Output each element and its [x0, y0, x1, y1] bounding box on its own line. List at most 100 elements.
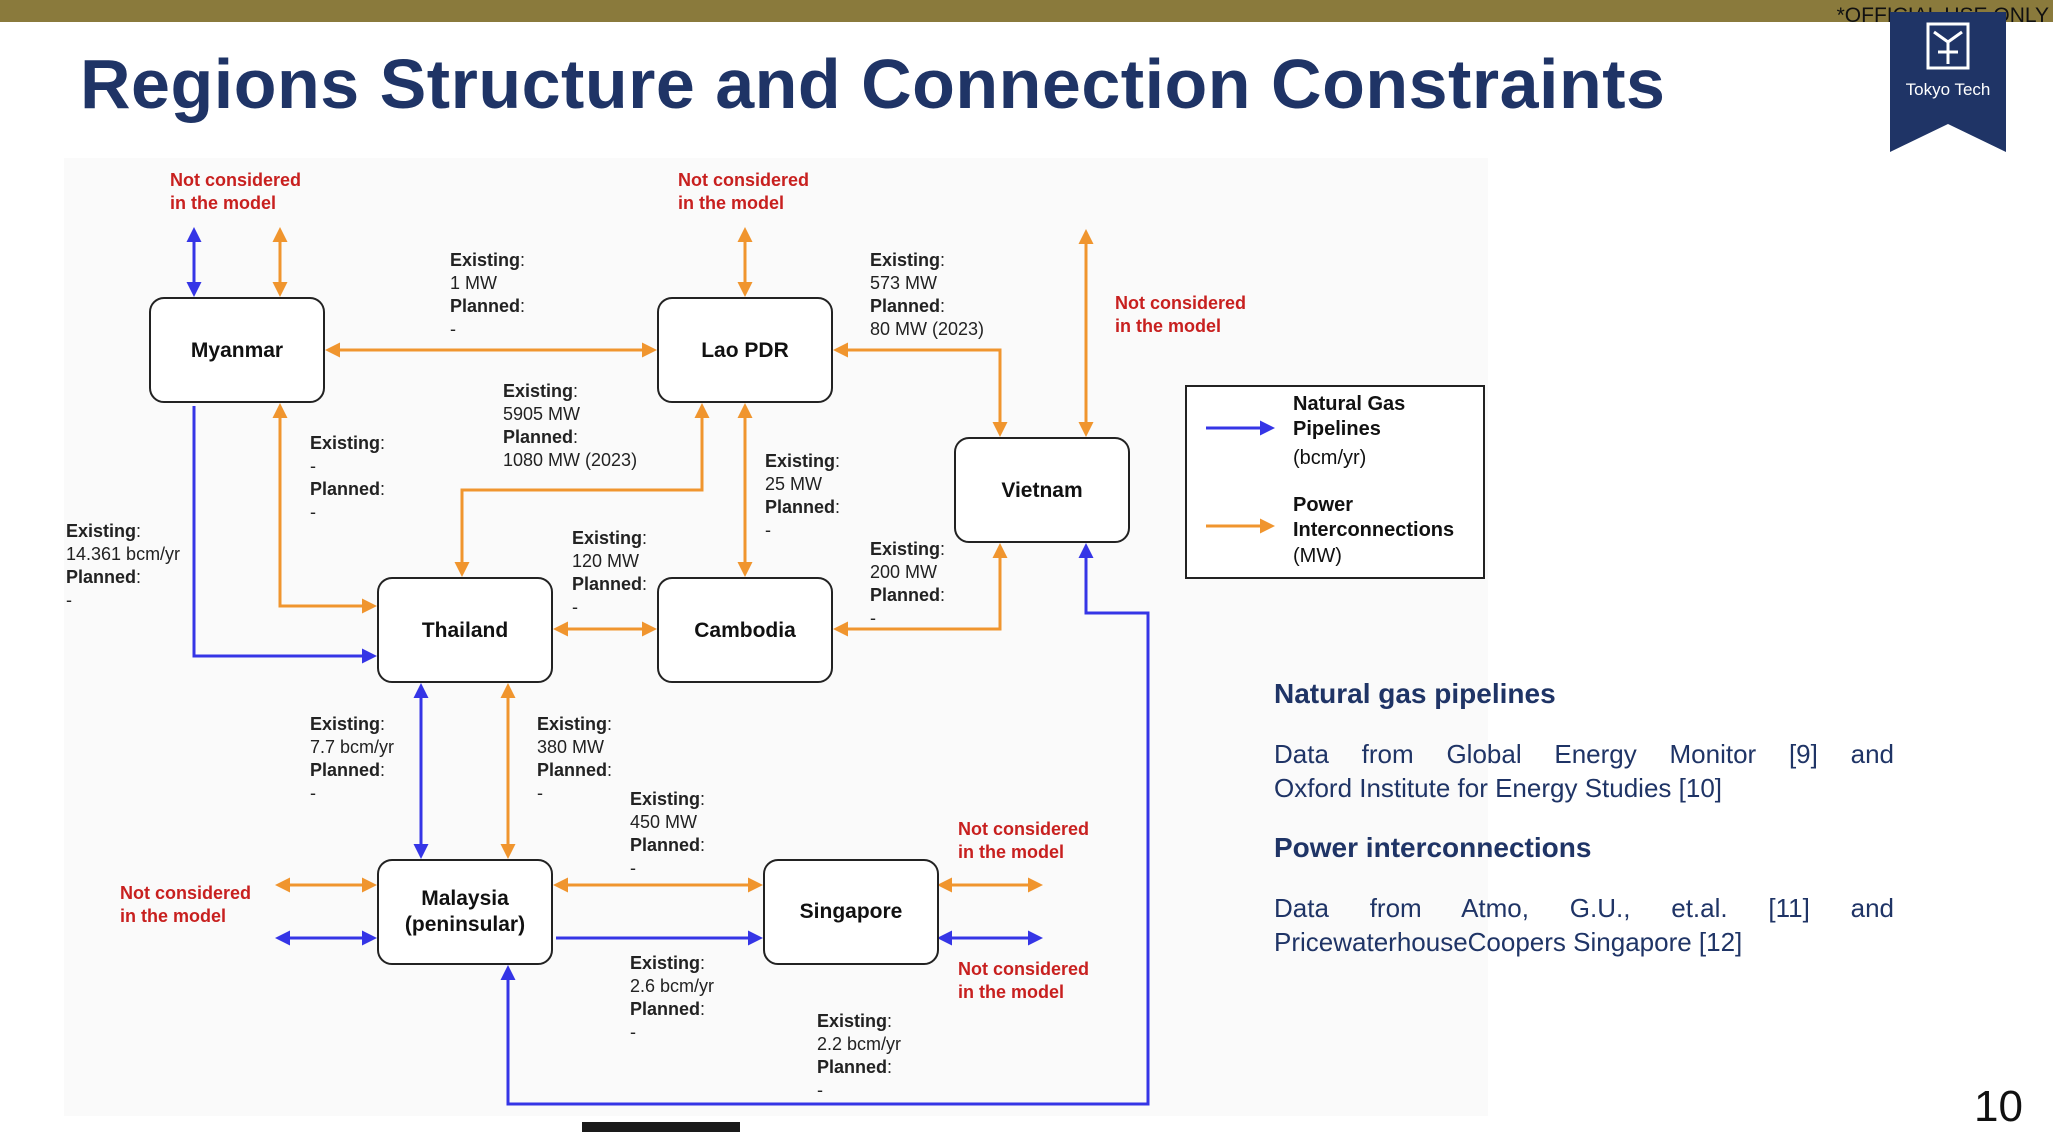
- svg-text:-: -: [450, 319, 456, 339]
- note-malaysia-line1: Not considered: [120, 883, 251, 903]
- node-vietnam-label: Vietnam: [1001, 479, 1082, 502]
- svg-text:-: -: [630, 1022, 636, 1042]
- svg-text:Planned:: Planned:: [765, 497, 840, 517]
- svg-text:-: -: [66, 590, 72, 610]
- gas-sources-text: Data from Global Energy Monitor [9] and …: [1274, 737, 1894, 805]
- label-malaysia-singapore-gas: Existing: 2.6 bcm/yr Planned: -: [630, 953, 714, 1042]
- svg-text:1080 MW (2023): 1080 MW (2023): [503, 450, 637, 470]
- svg-text:Planned:: Planned:: [66, 567, 141, 587]
- svg-text:-: -: [310, 783, 316, 803]
- label-malaysia-singapore-power: Existing: 450 MW Planned: -: [630, 789, 705, 878]
- node-singapore: Singapore: [763, 859, 939, 965]
- svg-text:1 MW: 1 MW: [450, 273, 497, 293]
- logo-text: Tokyo Tech: [1905, 80, 1991, 99]
- node-cambodia-label: Cambodia: [694, 619, 796, 642]
- label-thailand-malaysia-power: Existing: 380 MW Planned: -: [537, 714, 612, 803]
- label-myanmar-thailand-power: Existing: - Planned: -: [310, 433, 385, 522]
- page-number: 10: [1974, 1082, 2023, 1131]
- gas-sources-line2: Oxford Institute for Energy Studies [10]: [1274, 773, 1723, 803]
- note-myanmar-line2: in the model: [170, 193, 276, 213]
- svg-text:Existing:: Existing:: [572, 528, 647, 548]
- svg-text:Existing:: Existing:: [310, 714, 385, 734]
- legend-power-unit: (MW): [1293, 545, 1342, 567]
- svg-text:5905 MW: 5905 MW: [503, 404, 580, 424]
- svg-text:Existing:: Existing:: [310, 433, 385, 453]
- note-vietnam-line1: Not considered: [1115, 293, 1246, 313]
- label-thailand-cambodia: Existing: 120 MW Planned: -: [572, 528, 647, 617]
- label-lao-vietnam: Existing: 573 MW Planned: 80 MW (2023): [870, 250, 984, 339]
- gas-sources-line1: Data from Global Energy Monitor [9] and: [1274, 739, 1894, 769]
- node-malaysia-sublabel: (peninsular): [405, 913, 525, 936]
- svg-text:Existing:: Existing:: [870, 539, 945, 559]
- svg-text:Existing:: Existing:: [630, 789, 705, 809]
- note-vietnam-line2: in the model: [1115, 316, 1221, 336]
- svg-text:-: -: [817, 1080, 823, 1100]
- label-vietnam-malaysia-gas: Existing: 2.2 bcm/yr Planned: -: [817, 1011, 901, 1100]
- power-sources-line1: Data from Atmo, G.U., et.al. [11] and: [1274, 893, 1894, 923]
- bottom-tab: [582, 1122, 740, 1132]
- svg-text:-: -: [310, 502, 316, 522]
- node-cambodia: Cambodia: [657, 577, 833, 683]
- svg-text:Planned:: Planned:: [572, 574, 647, 594]
- svg-text:80 MW (2023): 80 MW (2023): [870, 319, 984, 339]
- svg-text:Planned:: Planned:: [870, 585, 945, 605]
- legend: Natural Gas Pipelines (bcm/yr) Power Int…: [1185, 385, 1485, 579]
- svg-text:Planned:: Planned:: [503, 427, 578, 447]
- legend-gas-unit: (bcm/yr): [1293, 447, 1366, 469]
- svg-text:7.7 bcm/yr: 7.7 bcm/yr: [310, 737, 394, 757]
- svg-text:2.6 bcm/yr: 2.6 bcm/yr: [630, 976, 714, 996]
- node-singapore-label: Singapore: [800, 900, 903, 923]
- note-singapore-power-line2: in the model: [958, 842, 1064, 862]
- lao-vietnam-power-line: [833, 342, 1008, 437]
- svg-text:Planned:: Planned:: [630, 999, 705, 1019]
- label-lao-cambodia: Existing: 25 MW Planned: -: [765, 451, 840, 540]
- svg-text:120 MW: 120 MW: [572, 551, 639, 571]
- svg-text:Planned:: Planned:: [817, 1057, 892, 1077]
- svg-text:Planned:: Planned:: [310, 760, 385, 780]
- svg-text:Existing:: Existing:: [503, 381, 578, 401]
- legend-gas-line2: Pipelines: [1293, 418, 1381, 440]
- label-cambodia-vietnam: Existing: 200 MW Planned: -: [870, 539, 945, 628]
- svg-text:2.2 bcm/yr: 2.2 bcm/yr: [817, 1034, 901, 1054]
- svg-text:Planned:: Planned:: [450, 296, 525, 316]
- node-myanmar-label: Myanmar: [191, 339, 283, 362]
- svg-text:380 MW: 380 MW: [537, 737, 604, 757]
- note-lao-line2: in the model: [678, 193, 784, 213]
- lao-thailand-power-line: [454, 403, 710, 577]
- legend-gas-line1: Natural Gas: [1293, 393, 1405, 415]
- legend-power-line1: Power: [1293, 494, 1353, 516]
- note-singapore-power-line1: Not considered: [958, 819, 1089, 839]
- node-myanmar: Myanmar: [149, 297, 325, 403]
- page-title: Regions Structure and Connection Constra…: [80, 45, 1666, 123]
- note-myanmar-line1: Not considered: [170, 170, 301, 190]
- svg-text:Planned:: Planned:: [630, 835, 705, 855]
- node-vietnam: Vietnam: [954, 437, 1130, 543]
- svg-text:Existing:: Existing:: [66, 521, 141, 541]
- svg-text:Existing:: Existing:: [450, 250, 525, 270]
- label-thailand-malaysia-gas: Existing: 7.7 bcm/yr Planned: -: [310, 714, 394, 803]
- power-sources-text: Data from Atmo, G.U., et.al. [11] and Pr…: [1274, 891, 1894, 959]
- svg-text:Existing:: Existing:: [870, 250, 945, 270]
- note-malaysia-line2: in the model: [120, 906, 226, 926]
- node-thailand-label: Thailand: [422, 619, 508, 642]
- power-sources-heading: Power interconnections: [1274, 832, 1592, 863]
- note-singapore-gas-line1: Not considered: [958, 959, 1089, 979]
- node-thailand: Thailand: [377, 577, 553, 683]
- svg-text:Existing:: Existing:: [537, 714, 612, 734]
- svg-text:25 MW: 25 MW: [765, 474, 822, 494]
- myanmar-thailand-gas-line: [192, 406, 377, 664]
- gas-sources-heading: Natural gas pipelines: [1274, 678, 1556, 709]
- myanmar-thailand-power-line: [272, 403, 377, 614]
- svg-text:Existing:: Existing:: [765, 451, 840, 471]
- svg-text:-: -: [870, 608, 876, 628]
- tokyo-tech-logo-icon: [1890, 12, 2006, 152]
- svg-text:Planned:: Planned:: [870, 296, 945, 316]
- svg-text:200 MW: 200 MW: [870, 562, 937, 582]
- svg-text:573 MW: 573 MW: [870, 273, 937, 293]
- power-sources-line2: PricewaterhouseCoopers Singapore [12]: [1274, 927, 1743, 957]
- svg-text:-: -: [765, 520, 771, 540]
- svg-text:Existing:: Existing:: [817, 1011, 892, 1031]
- node-lao-label: Lao PDR: [701, 339, 789, 362]
- svg-text:Planned:: Planned:: [310, 479, 385, 499]
